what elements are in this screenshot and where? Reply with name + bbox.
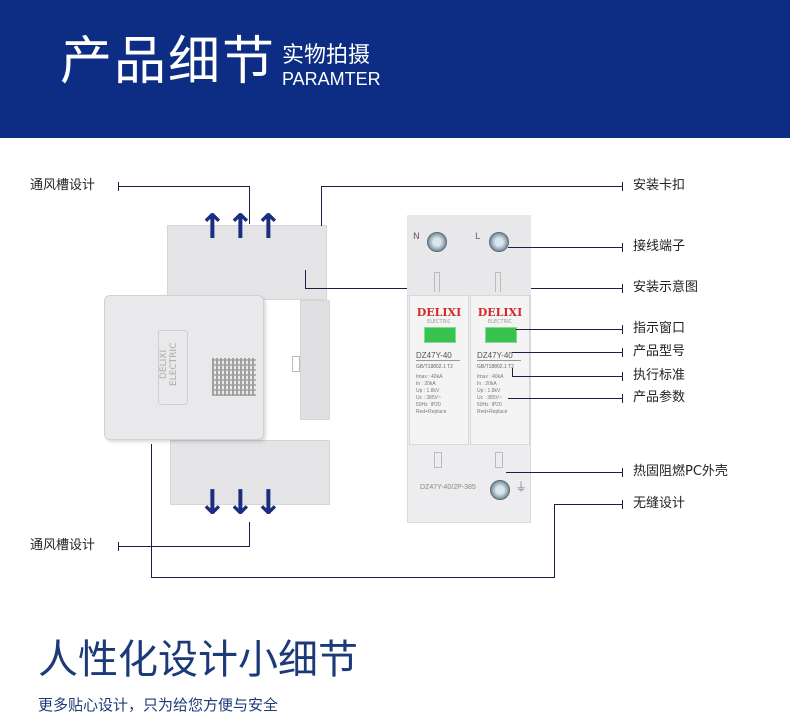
header-banner: 产品细节 实物拍摄 PARAMTER	[0, 0, 790, 138]
callout-mount-diagram: 安装示意图	[633, 280, 699, 295]
device-slot	[292, 356, 300, 372]
leader-line	[151, 444, 152, 577]
callout-tick	[622, 500, 623, 509]
callout-terminal: 接线端子	[633, 239, 686, 254]
leader-line	[118, 546, 250, 547]
arrow-up-icon: ↑	[254, 207, 283, 247]
leader-line	[554, 504, 622, 505]
leader-line	[508, 398, 622, 399]
callout-tick	[622, 284, 623, 293]
leader-line	[249, 186, 250, 224]
header-title: 产品细节	[60, 32, 277, 92]
arrow-down-icon: ↓	[226, 483, 255, 523]
footer-model: DZ47Y-40/2P-385	[420, 484, 476, 491]
arrow-down-icon: ↓	[254, 483, 283, 523]
terminal-n-label: N	[413, 232, 420, 242]
terminal-l-label: L	[475, 232, 481, 242]
arrow-up-icon: ↑	[226, 207, 255, 247]
pole-left: DELIXI ELECTRIC DZ47Y-40 GB/T18802.1 T2 …	[409, 295, 469, 445]
params-text: Imax : 40kA In : 20kA Up : 1.8kV Uc : 38…	[477, 374, 508, 415]
callout-tick	[622, 348, 623, 357]
callout-vent-top: 通风槽设计	[30, 178, 96, 193]
leader-line	[512, 376, 622, 377]
clip-notch	[434, 452, 442, 468]
leader-line	[305, 270, 306, 288]
leader-line	[512, 352, 622, 353]
callout-tick	[622, 468, 623, 477]
clip-notch	[434, 272, 440, 292]
callout-tick	[622, 394, 623, 403]
leader-line	[554, 504, 555, 578]
model-number: DZ47Y-40	[416, 351, 460, 361]
callout-tick	[622, 325, 623, 334]
leader-line	[506, 472, 622, 473]
leader-line	[508, 247, 622, 248]
callout-vent-bottom: 通风槽设计	[30, 538, 96, 553]
leader-line	[321, 186, 622, 187]
clip-notch	[495, 272, 501, 292]
tagline-title: 人性化设计小细节	[38, 637, 358, 683]
pole-right: DELIXI ELECTRIC DZ47Y-40 GB/T18802.1 T2 …	[470, 295, 530, 445]
callout-parameters: 产品参数	[633, 390, 686, 405]
callout-tick	[622, 372, 623, 381]
tagline-subtitle: 更多贴心设计，只为给您方便与安全	[38, 696, 279, 714]
device-rail-side	[300, 300, 330, 420]
callout-indicator-window: 指示窗口	[633, 321, 686, 336]
brand-sub: ELECTRIC	[487, 319, 513, 325]
model-number: DZ47Y-40	[477, 351, 521, 361]
callout-housing: 热固阻燃PC外壳	[633, 464, 728, 479]
leader-line	[249, 522, 250, 546]
brand-logo: DELIXI	[416, 306, 462, 319]
params-text: Imax : 40kA In : 20kA Up : 1.8kV Uc : 38…	[416, 374, 447, 415]
standard-text: GB/T18802.1 T2	[477, 364, 514, 370]
front-view-top	[407, 215, 531, 295]
device-top-body	[167, 225, 327, 300]
screw-icon	[489, 232, 509, 252]
screw-icon	[490, 480, 510, 500]
leader-line	[151, 577, 555, 578]
header-subtitle: 实物拍摄	[282, 43, 371, 68]
header-subtitle-en: PARAMTER	[282, 69, 381, 89]
brand-logo: DELIXI	[477, 306, 523, 319]
clip-notch	[495, 452, 503, 468]
indicator-window	[485, 327, 517, 343]
leader-line	[516, 329, 622, 330]
callout-standard: 执行标准	[633, 368, 686, 383]
indicator-window	[424, 327, 456, 343]
ground-icon: ⏚	[515, 480, 528, 494]
callout-model: 产品型号	[633, 344, 686, 359]
device-bottom-body	[170, 440, 330, 505]
arrow-up-icon: ↑	[198, 207, 227, 247]
leader-line	[512, 368, 513, 376]
device-logo: DELIXI ELECTRIC	[158, 330, 188, 405]
qr-code	[212, 358, 256, 396]
standard-text: GB/T18802.1 T2	[416, 364, 453, 370]
arrow-down-icon: ↓	[198, 483, 227, 523]
brand-sub: ELECTRIC	[426, 319, 452, 325]
callout-mount-clip: 安装卡扣	[633, 178, 686, 193]
callout-tick	[622, 182, 623, 191]
callout-tick	[622, 243, 623, 252]
callout-seamless: 无缝设计	[633, 496, 686, 511]
screw-icon	[427, 232, 447, 252]
leader-line	[118, 186, 250, 187]
leader-line	[321, 186, 322, 226]
